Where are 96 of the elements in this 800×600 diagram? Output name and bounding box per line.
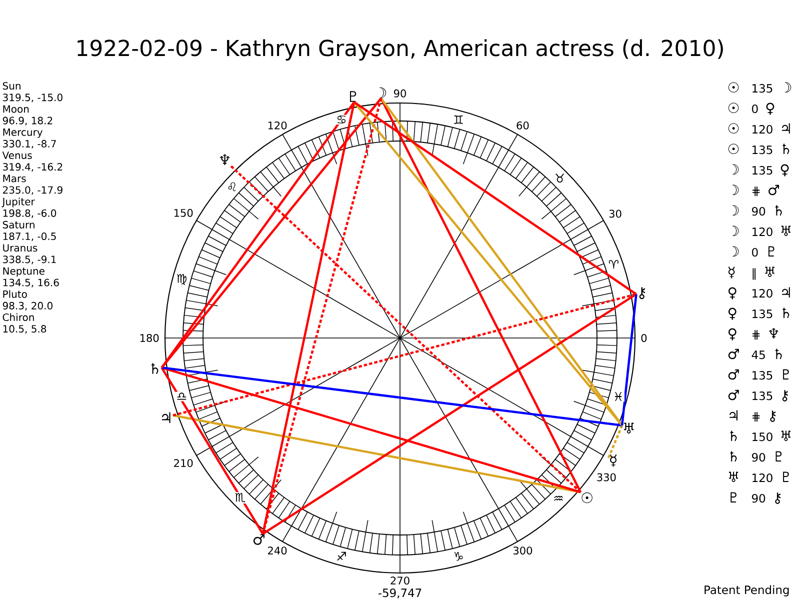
aspect-glyph: ♂ bbox=[728, 369, 739, 380]
aspect-value: ⋕ bbox=[752, 412, 760, 422]
aspect-glyph: ♀ bbox=[728, 308, 736, 320]
aspect-glyph: ♀ bbox=[766, 102, 774, 115]
aspect-glyph: ☉ bbox=[728, 123, 739, 134]
aspect-value: 90 bbox=[752, 494, 766, 503]
aspect-glyph: ♇ bbox=[776, 451, 782, 462]
planet-glyph: ⚷ bbox=[639, 287, 646, 300]
planet-coordinates: 319.4, -16.2 bbox=[3, 163, 62, 172]
aspect-glyph: ♆ bbox=[769, 328, 778, 338]
aspect-glyph: ♅ bbox=[781, 430, 791, 441]
planet-name: Pluto bbox=[3, 290, 27, 298]
aspect-value: 90 bbox=[752, 206, 766, 216]
aspect-glyph: ♅ bbox=[765, 266, 774, 277]
aspect-glyph: ⚷ bbox=[770, 410, 776, 422]
aspect-value: 135 bbox=[752, 309, 772, 318]
planet-glyph: ☽ bbox=[379, 87, 386, 98]
aspect-value: ‖ bbox=[752, 268, 756, 280]
aspect-value: 120 bbox=[752, 288, 772, 298]
aspect-glyph: ♃ bbox=[782, 287, 790, 298]
aspect-glyph: ♄ bbox=[775, 348, 782, 359]
aspect-value: 135 bbox=[752, 166, 772, 175]
aspect-value: 45 bbox=[752, 350, 765, 360]
aspect-glyph: ♅ bbox=[728, 472, 738, 482]
aspect-glyph: ☽ bbox=[784, 82, 792, 92]
aspect-glyph: ☿ bbox=[728, 266, 735, 278]
aspect-value: ⋕ bbox=[752, 330, 760, 340]
aspect-glyph: ♇ bbox=[730, 492, 736, 502]
aspect-glyph: ♂ bbox=[768, 184, 780, 196]
planet-coordinates: 235.0, -17.9 bbox=[3, 186, 62, 195]
aspect-value: 120 bbox=[752, 227, 772, 236]
aspect-glyph: ☽ bbox=[732, 184, 739, 195]
degree-number: 270 bbox=[390, 576, 410, 585]
planet-name: Sun bbox=[2, 82, 20, 90]
planet-coordinates: 134.5, 16.6 bbox=[3, 278, 59, 288]
planet-name: Jupiter bbox=[2, 198, 35, 208]
aspect-value: 150 bbox=[752, 432, 772, 442]
planet-name: Mars bbox=[3, 174, 26, 182]
aspect-glyph: ☽ bbox=[732, 205, 739, 216]
aspect-glyph: ♇ bbox=[768, 246, 774, 256]
planet-coordinates: 96.9, 18.2 bbox=[2, 116, 52, 126]
aspect-glyph: ⚷ bbox=[775, 492, 781, 504]
aspect-glyph: ☉ bbox=[728, 102, 739, 113]
planet-coordinates: 330.1, -8.7 bbox=[3, 140, 56, 149]
aspect-value: 135 bbox=[752, 391, 772, 400]
aspect-value: 135 bbox=[752, 145, 772, 154]
aspect-glyph: ☉ bbox=[728, 82, 739, 92]
aspect-glyph: ♇ bbox=[783, 369, 789, 380]
numeric-label: -59,747 bbox=[378, 588, 422, 598]
aspect-glyph: ☽ bbox=[732, 246, 739, 256]
degree-number: 180 bbox=[140, 334, 159, 342]
aspect-glyph: ☉ bbox=[728, 144, 739, 154]
planet-coordinates: 198.8, -6.0 bbox=[3, 209, 56, 218]
aspect-value: 0 bbox=[752, 104, 758, 114]
planet-glyph: ♇ bbox=[350, 91, 356, 102]
planet-name: Uranus bbox=[3, 244, 38, 252]
aspect-glyph: ☽ bbox=[732, 226, 739, 236]
notice-text: Patent Pending bbox=[704, 585, 789, 596]
aspect-glyph: ♂ bbox=[728, 348, 739, 360]
aspect-glyph: ♃ bbox=[730, 410, 738, 420]
planet-name: Neptune bbox=[3, 267, 44, 277]
aspect-glyph: ♇ bbox=[783, 472, 789, 482]
planet-coordinates: 319.5, -15.0 bbox=[3, 94, 62, 102]
aspect-glyph: ♀ bbox=[780, 164, 789, 176]
degree-number: 90 bbox=[394, 89, 406, 98]
aspect-glyph: ♀ bbox=[728, 287, 736, 300]
aspect-value: 0 bbox=[752, 248, 758, 257]
aspect-glyph: ♄ bbox=[730, 451, 737, 462]
planet-name: Moon bbox=[3, 105, 29, 113]
aspect-glyph: ♀ bbox=[728, 328, 736, 340]
aspect-glyph: ♄ bbox=[730, 430, 737, 441]
aspect-value: 135 bbox=[752, 84, 772, 93]
planet-name: Mercury bbox=[3, 128, 43, 138]
planet-name: Venus bbox=[2, 152, 32, 160]
planet-name: Chiron bbox=[2, 313, 34, 322]
aspect-glyph: ⚷ bbox=[782, 390, 788, 402]
aspect-value: ⋕ bbox=[752, 186, 760, 196]
planet-coordinates: 10.5, 5.8 bbox=[3, 325, 46, 334]
aspect-glyph: ♂ bbox=[728, 390, 739, 400]
aspect-glyph: ♄ bbox=[782, 308, 790, 318]
chart-title: 1922-02-09 - Kathryn Grayson, American actress (d. 2010) bbox=[78, 39, 723, 61]
planet-name: Saturn bbox=[2, 220, 34, 228]
planet-coordinates: 187.1, -0.5 bbox=[3, 232, 56, 242]
aspect-glyph: ♄ bbox=[782, 144, 790, 154]
aspect-value: 120 bbox=[752, 473, 772, 482]
aspect-glyph: ♃ bbox=[782, 123, 790, 134]
degree-number: 0 bbox=[641, 334, 647, 342]
aspect-value: 90 bbox=[752, 453, 766, 462]
aspect-glyph: ♅ bbox=[781, 226, 791, 236]
aspect-value: 120 bbox=[752, 124, 772, 134]
aspect-glyph: ☽ bbox=[732, 164, 739, 174]
aspect-value: 135 bbox=[752, 370, 772, 380]
planet-glyph: ♄ bbox=[152, 363, 158, 374]
planet-coordinates: 98.3, 20.0 bbox=[2, 302, 52, 310]
planet-coordinates: 338.5, -9.1 bbox=[3, 256, 56, 264]
aspect-glyph: ♄ bbox=[775, 205, 782, 216]
